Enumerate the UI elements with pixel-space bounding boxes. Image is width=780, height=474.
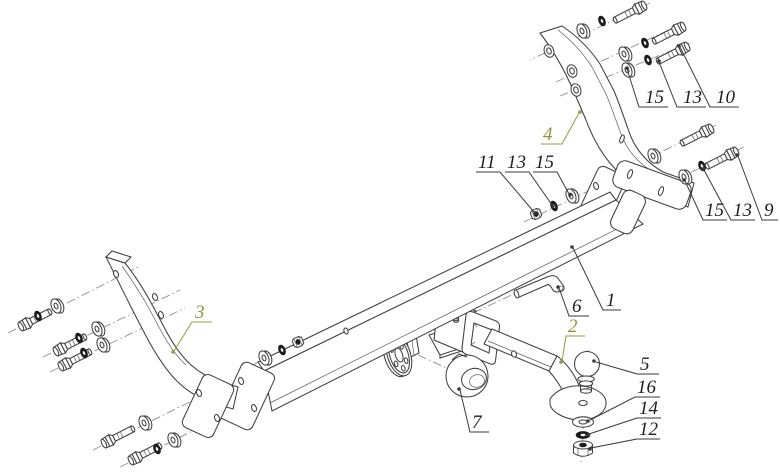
part-number: 14 (639, 398, 659, 419)
socket-cover-cup (445, 353, 489, 398)
part-number: 1 (606, 290, 616, 311)
hitch-ball (573, 350, 601, 394)
callout-15-top: 15 (625, 66, 668, 108)
callout-1: 1 (570, 245, 621, 311)
part-number: 16 (637, 377, 657, 398)
right-bracket (539, 25, 695, 210)
callouts: 15 13 10 4 11 13 15 15 (171, 44, 778, 451)
callout-14: 14 (586, 398, 661, 437)
part-number: 11 (478, 152, 496, 173)
part-number: 3 (194, 302, 205, 323)
callout-3: 3 (171, 302, 212, 354)
part-number: 6 (572, 296, 582, 317)
part-number: 5 (640, 354, 650, 375)
left-bracket-foot (181, 373, 235, 439)
part-number: 15 (535, 152, 554, 173)
callout-12: 12 (588, 419, 660, 451)
callout-16: 16 (586, 377, 660, 423)
callout-13-top: 13 (657, 59, 706, 108)
part-number: 9 (764, 200, 774, 221)
crossmember-beam (257, 189, 646, 412)
ball-mount (483, 328, 607, 421)
callout-15-mid: 15 (533, 152, 572, 197)
part-number: 13 (507, 152, 526, 173)
left-bracket (104, 250, 239, 439)
part-number: 15 (645, 87, 664, 108)
callout-9: 9 (735, 153, 778, 221)
ball-nut (572, 440, 594, 457)
callout-4: 4 (541, 110, 582, 145)
callout-6: 6 (556, 285, 589, 317)
callout-5: 5 (592, 354, 659, 375)
ball-lock-washer (575, 431, 591, 439)
callout-13-right: 13 (701, 167, 755, 221)
part-number: 12 (639, 419, 659, 440)
part-number: 13 (683, 87, 702, 108)
callout-7: 7 (457, 387, 489, 433)
part-number: 7 (472, 412, 483, 433)
callout-13-mid: 13 (505, 152, 555, 208)
beam-cap (610, 189, 646, 235)
part-number: 2 (568, 316, 578, 337)
hitch-pin (513, 275, 565, 299)
callout-10: 10 (677, 44, 739, 108)
part-number: 13 (733, 200, 752, 221)
callout-2: 2 (559, 316, 585, 364)
ball-washer (571, 416, 595, 428)
part-number: 10 (716, 87, 736, 108)
callout-11: 11 (476, 152, 537, 215)
callout-15-right: 15 (682, 178, 727, 221)
part-number: 15 (705, 200, 724, 221)
part-number: 4 (543, 124, 553, 145)
